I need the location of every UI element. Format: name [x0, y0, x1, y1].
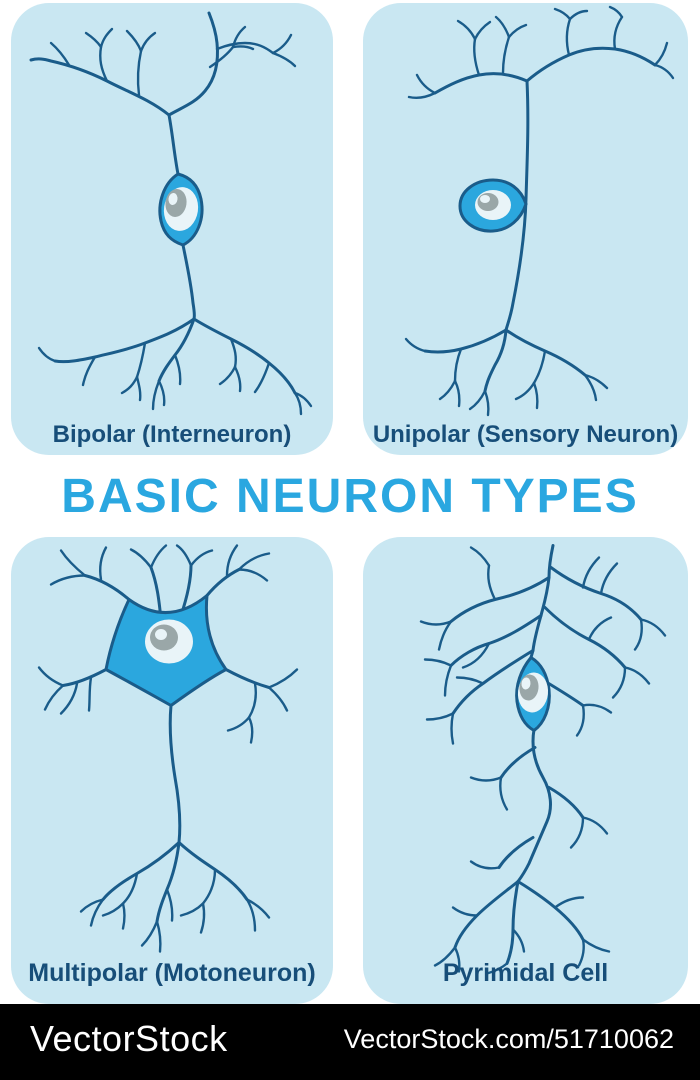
unipolar-label: Unipolar (Sensory Neuron): [372, 421, 679, 448]
pyramidal-neuron-illustration: [419, 544, 667, 975]
bipolar-label: Bipolar (Interneuron): [52, 421, 292, 448]
bipolar-neuron-illustration: [29, 11, 313, 416]
panel-bipolar: Bipolar (Interneuron): [11, 3, 333, 455]
watermark-bar: VectorStock VectorStock.com/51710062: [0, 1004, 700, 1080]
multipolar-label: Multipolar (Motoneuron): [28, 959, 316, 987]
panel-multipolar: Multipolar (Motoneuron): [11, 537, 333, 1004]
watermark-url: VectorStock.com/51710062: [343, 1023, 674, 1054]
unipolar-neuron-illustration: [404, 5, 675, 417]
watermark-brand: VectorStock: [30, 1018, 228, 1059]
panel-unipolar: Unipolar (Sensory Neuron): [363, 3, 688, 455]
page-title: BASIC NEURON TYPES: [61, 469, 639, 523]
multipolar-neuron-illustration: [37, 544, 299, 953]
panel-pyramidal: Pyrimidal Cell: [363, 537, 688, 1004]
pyramidal-label: Pyrimidal Cell: [442, 959, 609, 987]
